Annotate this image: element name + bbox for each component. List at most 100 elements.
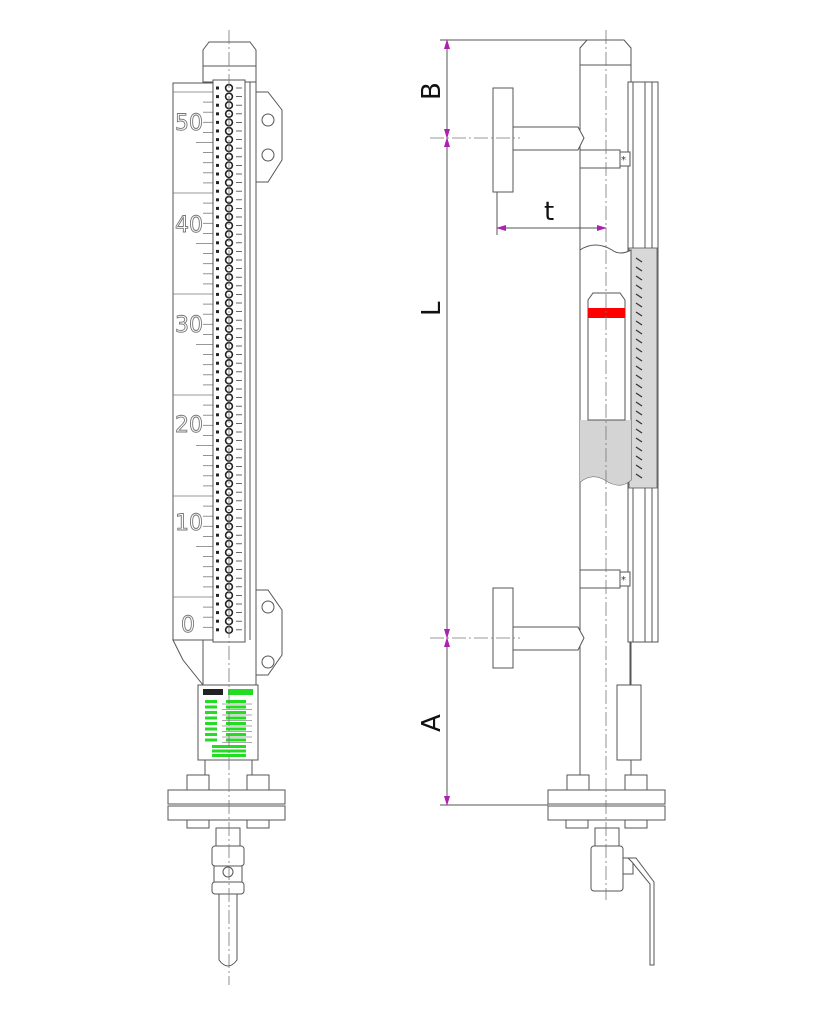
roller-dot: [216, 318, 219, 322]
scale-label-0: 0: [181, 613, 195, 638]
rail-marker: [635, 437, 643, 443]
nameplate-line: [226, 711, 246, 714]
switch-box: [616, 684, 642, 761]
upper-bracket: [254, 91, 283, 183]
roller-dot: [216, 344, 219, 348]
roller-dot: [216, 533, 219, 537]
side-drain-valve: [590, 845, 624, 892]
roller-dot: [216, 439, 219, 443]
indicator-roller: [224, 616, 234, 626]
scale-label-50: 50: [175, 111, 203, 136]
rail-marker: [635, 383, 643, 389]
scale-label-10: 10: [175, 511, 203, 536]
rail-marker: [635, 338, 643, 344]
nameplate-line: [228, 689, 253, 695]
rail-marker: [635, 428, 643, 434]
roller-dot: [216, 249, 219, 253]
roller-dot: [216, 619, 219, 623]
roller-dot: [216, 189, 219, 193]
roller-dot: [216, 258, 219, 262]
nameplate-line: [226, 733, 246, 736]
label-L: L: [417, 301, 447, 316]
valve-handle[interactable]: [626, 857, 655, 966]
nameplate-line: [226, 738, 246, 742]
side-bottom-flange: [547, 789, 666, 805]
label-t: t: [544, 197, 554, 227]
drain-pipe: [218, 893, 238, 967]
label-A: A: [417, 714, 447, 732]
roller-dot: [216, 95, 219, 99]
liquid: [580, 420, 631, 485]
roller-dot: [216, 378, 219, 382]
nameplate-line: [205, 711, 217, 714]
roller-dot: [216, 542, 219, 546]
nameplate-line: [205, 700, 217, 703]
roller-dot: [216, 421, 219, 425]
nameplate-line: [205, 727, 217, 731]
roller-dot: [216, 447, 219, 451]
roller-dot: [216, 516, 219, 520]
roller-dot: [216, 559, 219, 563]
rail-marker: [635, 266, 643, 272]
nameplate-text: [203, 689, 253, 757]
nameplate-line: [205, 738, 217, 742]
roller-dot: [216, 525, 219, 529]
roller-dot: [216, 404, 219, 408]
roller-dot: [216, 138, 219, 142]
indicator-roller: [224, 152, 234, 162]
roller-dot: [216, 568, 219, 572]
roller-dot: [216, 473, 219, 477]
roller-dot: [216, 275, 219, 279]
roller-dot: [216, 430, 219, 434]
roller-dot: [216, 550, 219, 554]
roller-dot: [216, 413, 219, 417]
front-view: 50 40 30 20 10 0: [167, 30, 286, 985]
svg-text:*: *: [621, 575, 626, 586]
rail-marker: [635, 356, 643, 362]
roller-dot: [216, 301, 219, 305]
nameplate-line: [226, 722, 246, 725]
roller-dot: [216, 241, 219, 245]
roller-dot: [216, 215, 219, 219]
rail-marker: [635, 257, 643, 263]
float: [587, 292, 626, 421]
roller-dot: [216, 370, 219, 374]
roller-dot: [216, 292, 219, 296]
dimensions: B L A t: [417, 39, 607, 806]
upper-nozzle: [512, 126, 585, 151]
roller-dot: [216, 611, 219, 615]
rail-marker: [635, 446, 643, 452]
roller-dot: [216, 490, 219, 494]
roller-dot: [216, 155, 219, 159]
rail-marker: [635, 284, 643, 290]
rail-marker: [635, 311, 643, 317]
nameplate-line: [205, 716, 217, 720]
roller-dot: [216, 507, 219, 511]
rail-marker: [635, 293, 643, 299]
roller-dot: [216, 86, 219, 90]
roller-dot: [216, 482, 219, 486]
roller-dot: [216, 172, 219, 176]
roller-dot: [216, 284, 219, 288]
roller-dot: [216, 181, 219, 185]
rail-marker: [635, 302, 643, 308]
lower-process-flange: [492, 587, 514, 669]
nameplate-line: [226, 727, 246, 731]
roller-dot: [216, 206, 219, 210]
roller-dot: [216, 310, 219, 314]
roller-dot: [216, 129, 219, 133]
rail-marker: [635, 320, 643, 326]
svg-text:*: *: [621, 155, 626, 166]
roller-dot: [216, 456, 219, 460]
upper-clamp: [579, 149, 621, 169]
rail-marker: [635, 329, 643, 335]
roller-dot: [216, 112, 219, 116]
lower-nozzle: [512, 626, 585, 651]
scale-ticks: [173, 91, 213, 628]
roller-dot: [216, 585, 219, 589]
roller-dot: [216, 267, 219, 271]
roller-dot: [216, 232, 219, 236]
roller-dot: [216, 387, 219, 391]
scale-label-40: 40: [175, 213, 203, 238]
